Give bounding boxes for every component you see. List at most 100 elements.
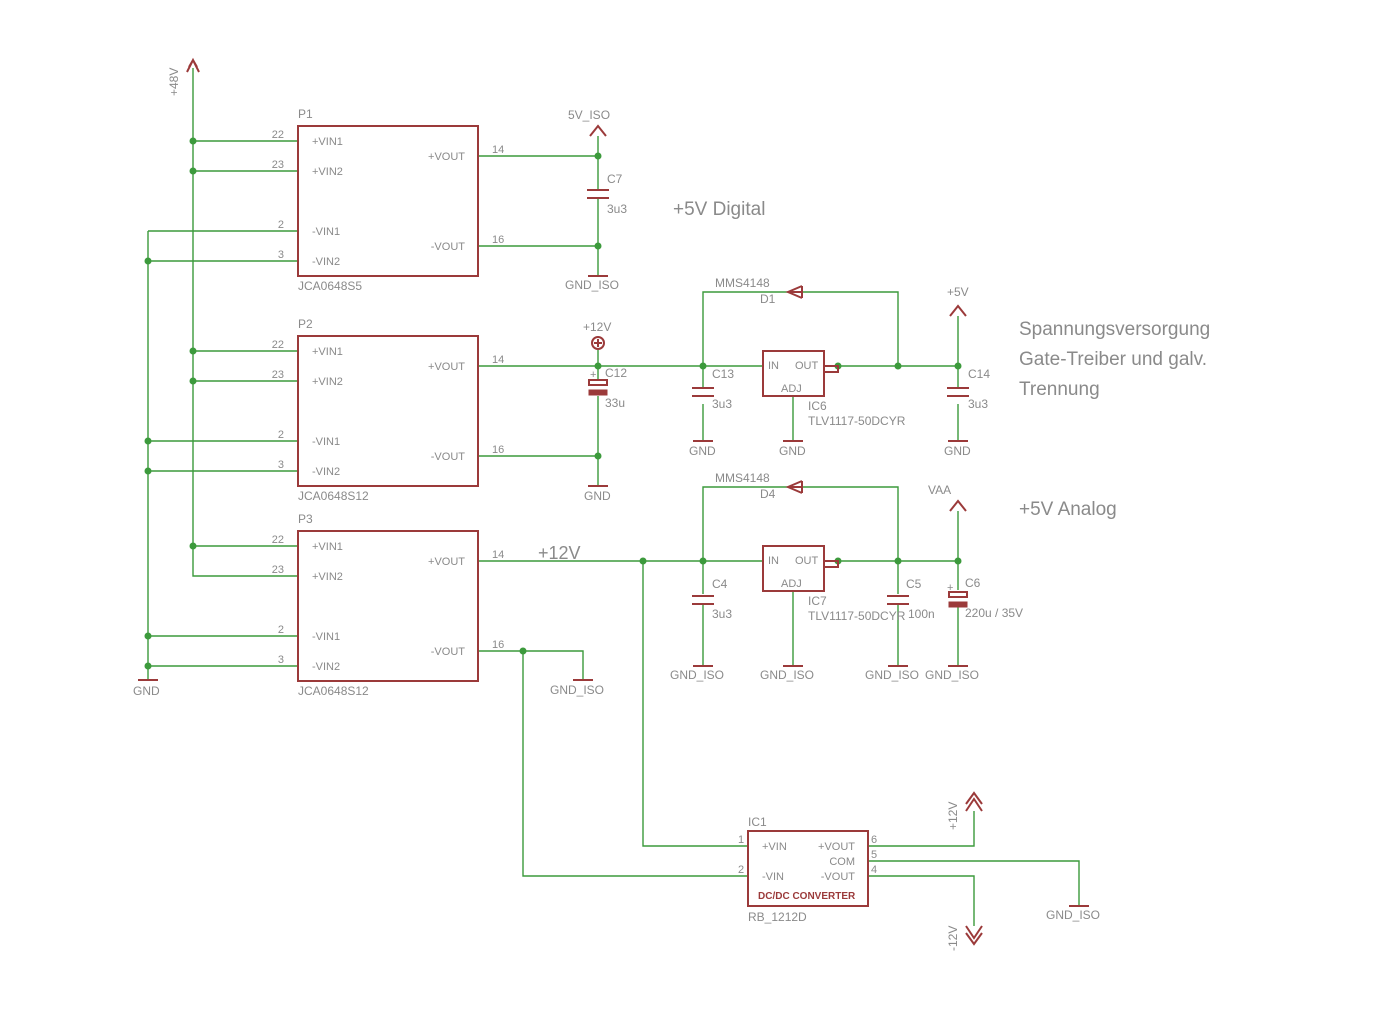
capacitor-c7: C7 3u3 (587, 172, 627, 216)
ground-symbol: GND (584, 485, 611, 503)
svg-text:MMS4148: MMS4148 (715, 471, 770, 485)
pin-label: +VIN2 (312, 166, 343, 178)
supply-12v-circle: +12V (583, 320, 611, 350)
capacitor-c6: + C6 220u / 35V (947, 576, 1023, 620)
pin-label: +VOUT (428, 556, 465, 568)
svg-text:OUT: OUT (795, 360, 819, 372)
converter-p2: P2 JCA0648S12 +VIN1 +VIN2 -VIN1 -VIN2 +V… (272, 317, 505, 503)
ground-symbol: GND_ISO (760, 665, 814, 682)
pin-label: -VOUT (431, 451, 466, 463)
pin-number: 14 (492, 144, 504, 156)
ground-symbol: GND (944, 440, 971, 458)
svg-text:IC1: IC1 (748, 815, 767, 829)
diode-d4: MMS4148 D4 (715, 471, 803, 501)
converter-p3-value: JCA0648S12 (298, 684, 369, 698)
pin-number: 2 (278, 624, 284, 636)
pin-number: 22 (272, 129, 284, 141)
pin-number: 14 (492, 354, 504, 366)
ground-symbol: GND_ISO (565, 275, 619, 292)
svg-text:3u3: 3u3 (712, 607, 732, 621)
junctions (144, 137, 962, 670)
svg-text:C13: C13 (712, 367, 734, 381)
svg-text:+: + (590, 369, 596, 381)
svg-text:GND: GND (133, 684, 160, 698)
ground-symbol: GND (689, 440, 716, 458)
svg-text:GND: GND (584, 489, 611, 503)
capacitor-c5: C5 100n (887, 577, 935, 621)
svg-text:GND: GND (779, 444, 806, 458)
svg-text:TLV1117-50DCYR: TLV1117-50DCYR (808, 609, 906, 623)
converter-p3: P3 JCA0648S12 +VIN1 +VIN2 -VIN1 -VIN2 +V… (272, 512, 505, 698)
svg-text:GND_ISO: GND_ISO (550, 683, 604, 697)
supply-vaa: VAA (928, 483, 967, 512)
svg-text:TLV1117-50DCYR: TLV1117-50DCYR (808, 414, 906, 428)
svg-text:100n: 100n (908, 607, 935, 621)
svg-text:ADJ: ADJ (781, 578, 802, 590)
pin-label: +VIN2 (312, 571, 343, 583)
svg-text:C4: C4 (712, 577, 728, 591)
svg-text:DC/DC CONVERTER: DC/DC CONVERTER (758, 891, 856, 902)
pin-number: 16 (492, 639, 504, 651)
note-supply-line1: Spannungsversorgung (1019, 319, 1210, 340)
converter-p3-name: P3 (298, 512, 313, 526)
pin-label: -VIN1 (312, 631, 340, 643)
svg-text:GND_ISO: GND_ISO (1046, 908, 1100, 922)
diode-d1: MMS4148 D1 (715, 276, 803, 306)
regulator-ic7: IN OUT ADJ IC7 TLV1117-50DCYR (762, 545, 906, 623)
svg-text:3u3: 3u3 (712, 397, 732, 411)
pin-label: -VIN2 (312, 466, 340, 478)
converter-p2-value: JCA0648S12 (298, 489, 369, 503)
pin-number: 3 (278, 654, 284, 666)
svg-text:5: 5 (871, 849, 877, 861)
svg-text:VAA: VAA (928, 483, 951, 497)
svg-text:C12: C12 (605, 366, 627, 380)
svg-text:+VOUT: +VOUT (818, 841, 855, 853)
pin-label: +VIN2 (312, 376, 343, 388)
pin-number: 2 (278, 219, 284, 231)
svg-text:C7: C7 (607, 172, 623, 186)
svg-text:+48V: +48V (167, 68, 181, 96)
svg-text:GND_ISO: GND_ISO (865, 668, 919, 682)
supply-48v: +48V (167, 57, 200, 96)
svg-text:2: 2 (738, 864, 744, 876)
svg-text:IC6: IC6 (808, 399, 827, 413)
pin-number: 2 (278, 429, 284, 441)
supply-5v: +5V (947, 285, 969, 317)
capacitor-c14: C14 3u3 (947, 367, 990, 411)
svg-text:+5V: +5V (947, 285, 969, 299)
svg-text:MMS4148: MMS4148 (715, 276, 770, 290)
converter-p2-name: P2 (298, 317, 313, 331)
svg-text:220u / 35V: 220u / 35V (965, 606, 1023, 620)
capacitor-c13: C13 3u3 (692, 367, 734, 411)
svg-text:C14: C14 (968, 367, 990, 381)
svg-text:ADJ: ADJ (781, 383, 802, 395)
svg-text:-VOUT: -VOUT (821, 871, 856, 883)
svg-text:GND_ISO: GND_ISO (670, 668, 724, 682)
pin-label: +VOUT (428, 151, 465, 163)
pin-number: 23 (272, 159, 284, 171)
ground-symbol: GND_ISO (670, 665, 724, 682)
pin-number: 23 (272, 564, 284, 576)
ground-symbol: GND_ISO (925, 665, 979, 682)
ground-symbol: GND_ISO (550, 679, 604, 697)
pin-label: -VIN2 (312, 661, 340, 673)
svg-text:GND_ISO: GND_ISO (565, 278, 619, 292)
pin-number: 16 (492, 234, 504, 246)
converter-p1: P1 JCA0648S5 +VIN1 +VIN2 -VIN1 -VIN2 +VO… (272, 107, 505, 293)
svg-text:4: 4 (871, 864, 877, 876)
svg-text:-12V: -12V (946, 926, 960, 951)
svg-text:6: 6 (871, 834, 877, 846)
supply-12v-out: +12V (946, 791, 983, 830)
capacitor-c12: + C12 33u (588, 366, 627, 410)
svg-text:GND_ISO: GND_ISO (760, 668, 814, 682)
svg-text:+VIN: +VIN (762, 841, 787, 853)
pin-label: +VIN1 (312, 136, 343, 148)
svg-text:+: + (947, 582, 953, 594)
pin-number: 3 (278, 459, 284, 471)
note-supply-line2: Gate-Treiber und galv. (1019, 349, 1207, 370)
pin-number: 22 (272, 534, 284, 546)
note-supply-line3: Trennung (1019, 379, 1100, 400)
pin-number: 23 (272, 369, 284, 381)
note-5v-digital: +5V Digital (673, 199, 765, 220)
